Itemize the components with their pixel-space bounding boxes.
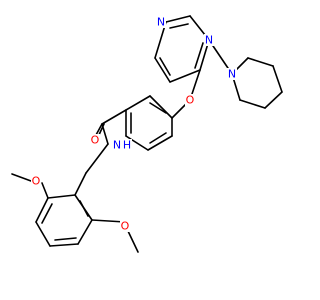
bond [194,42,204,69]
bond [239,99,266,109]
svg-text:N: N [228,68,236,81]
bond [91,219,126,223]
svg-text:H: H [123,139,131,152]
bond [41,203,53,224]
bond [169,23,189,29]
bond [264,91,283,109]
bond [127,230,139,253]
bond [154,57,171,83]
ether-o-label: O [185,94,195,107]
bond [85,143,109,174]
amide-nh-label: N H [112,139,132,152]
carbonyl-o-label: O [90,134,100,147]
molecule-structure: N N N O O N H O O [11,15,283,253]
bond [272,65,283,93]
bond [41,182,49,199]
bond [54,237,77,241]
bond [125,135,149,151]
bond [101,109,127,125]
bond [35,197,49,223]
bond [35,221,51,247]
svg-text:O: O [91,134,100,147]
pyrazine-n1-label: N [204,34,214,47]
bond [47,194,76,199]
bond [159,57,171,76]
bond [74,172,87,196]
bond [101,123,109,145]
bond [149,132,167,144]
bond [125,95,151,111]
bond [149,95,173,119]
methoxy-o1-label: O [31,175,41,188]
bond [11,173,32,182]
bond [77,219,93,245]
bond [165,15,191,23]
svg-text:N: N [157,16,165,29]
bond [169,69,201,83]
bond [247,57,274,67]
methoxy-o2-label: O [120,220,130,233]
bond [147,135,173,151]
bonds [11,15,283,253]
bond [49,243,79,247]
svg-text:O: O [32,175,41,188]
piperidine-n-label: N [227,68,237,81]
bond [79,200,89,217]
pyrazine-n4-label: N [156,16,166,29]
atom-labels: N N N O O N H O O [31,16,237,233]
svg-text:N: N [205,34,213,47]
svg-text:N: N [113,139,121,152]
svg-text:O: O [121,220,130,233]
svg-text:O: O [186,94,195,107]
bond [95,123,103,136]
bond [149,102,167,114]
